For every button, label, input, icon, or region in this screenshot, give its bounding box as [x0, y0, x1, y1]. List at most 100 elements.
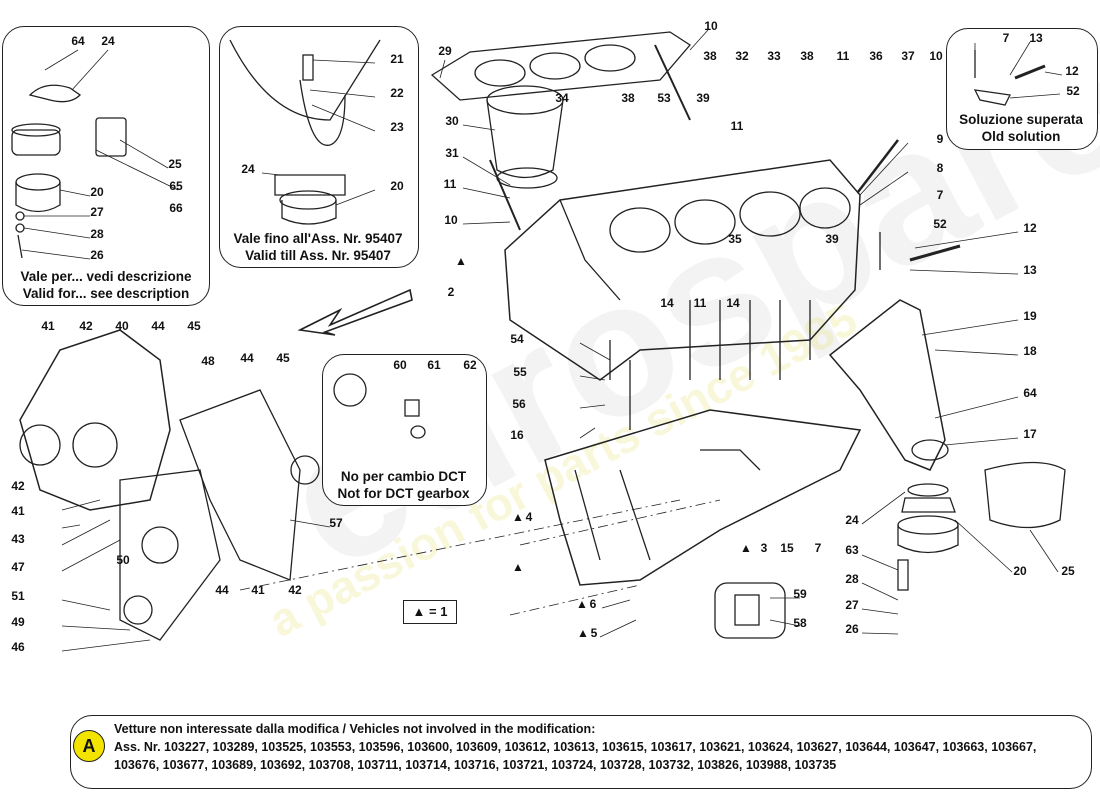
- part-number-label: 42: [79, 319, 93, 333]
- part-number-label: 61: [427, 358, 441, 372]
- inset-mounts-top-caption: Vale fino all'Ass. Nr. 95407 Valid till …: [219, 230, 417, 264]
- part-number-label: 20: [390, 179, 404, 193]
- triangle-marker: ▲: [512, 510, 524, 524]
- part-number-label: 29: [438, 44, 452, 58]
- part-number-label: 13: [1029, 31, 1043, 45]
- sensor-inset: [714, 582, 786, 639]
- part-number-label: 4: [526, 510, 533, 524]
- part-number-label: 44: [215, 583, 229, 597]
- part-number-label: 44: [240, 351, 254, 365]
- part-number-label: 12: [1023, 221, 1037, 235]
- part-number-label: 44: [151, 319, 165, 333]
- part-number-label: 18: [1023, 344, 1037, 358]
- inset-mounts-left: [2, 26, 210, 306]
- inset-old-solution-caption: Soluzione superata Old solution: [946, 111, 1096, 145]
- heat-shield: [984, 461, 1066, 529]
- footnote-box: [70, 715, 1092, 789]
- part-number-label: 39: [696, 91, 710, 105]
- part-number-label: 58: [793, 616, 807, 630]
- part-number-label: 13: [1023, 263, 1037, 277]
- inset-dct-caption: No per cambio DCT Not for DCT gearbox: [322, 468, 485, 502]
- part-number-label: 19: [1023, 309, 1037, 323]
- footnote-vehicle-list: Ass. Nr. 103227, 103289, 103525, 103553,…: [114, 740, 1037, 772]
- part-number-label: 42: [11, 479, 25, 493]
- part-number-label: 62: [463, 358, 477, 372]
- part-number-label: 38: [800, 49, 814, 63]
- inset-mounts-top: [219, 26, 419, 268]
- part-number-label: 59: [793, 587, 807, 601]
- part-number-label: 9: [937, 132, 944, 146]
- inset-old-solution-line1: Soluzione superata: [959, 112, 1083, 127]
- triangle-marker: ▲: [512, 560, 524, 574]
- part-number-label: 8: [937, 161, 944, 175]
- lower-crankcase: [544, 409, 862, 586]
- part-number-label: 39: [825, 232, 839, 246]
- part-number-label: 38: [621, 91, 635, 105]
- dct-bushing: [404, 399, 420, 417]
- part-number-label: 52: [933, 217, 947, 231]
- part-number-label: 66: [169, 201, 183, 215]
- inset-dct-line2: Not for DCT gearbox: [337, 486, 470, 501]
- part-number-label: 27: [90, 205, 104, 219]
- inset-mounts-top-line2: Valid till Ass. Nr. 95407: [245, 248, 391, 263]
- part-number-label: 7: [815, 541, 822, 555]
- part-number-label: 54: [510, 332, 524, 346]
- part-number-label: 26: [90, 248, 104, 262]
- mount-bracket: [274, 174, 346, 196]
- part-number-label: 40: [115, 319, 129, 333]
- legend-key: ▲ = 1: [403, 600, 457, 624]
- part-number-label: 25: [1061, 564, 1075, 578]
- part-number-label: 32: [735, 49, 749, 63]
- part-number-label: 20: [1013, 564, 1027, 578]
- part-number-label: 2: [448, 285, 455, 299]
- part-number-label: 27: [845, 598, 859, 612]
- triangle-marker: ▲: [576, 597, 588, 611]
- part-number-label: 20: [90, 185, 104, 199]
- part-number-label: 11: [837, 49, 850, 63]
- part-number-label: 24: [241, 162, 255, 176]
- footnote-badge: A: [73, 730, 105, 762]
- part-number-label: 45: [187, 319, 201, 333]
- part-number-label: 25: [168, 157, 182, 171]
- part-number-label: 12: [1065, 64, 1079, 78]
- part-number-label: 14: [660, 296, 674, 310]
- part-number-label: 45: [276, 351, 290, 365]
- part-number-label: 7: [937, 188, 944, 202]
- head-gasket: [430, 31, 691, 101]
- timing-gasket: [179, 389, 301, 581]
- part-number-label: 6: [590, 597, 597, 611]
- inset-old-solution: [946, 28, 1098, 150]
- part-number-label: 7: [1003, 31, 1010, 45]
- inset-dct-line1: No per cambio DCT: [340, 469, 467, 484]
- part-number-label: 60: [393, 358, 407, 372]
- part-number-label: 15: [780, 541, 794, 555]
- part-number-label: 5: [591, 626, 598, 640]
- part-number-label: 56: [512, 397, 526, 411]
- mount-cup: [11, 129, 61, 156]
- part-number-label: 49: [11, 615, 25, 629]
- mount-arm-right: [828, 299, 946, 471]
- inset-mounts-left-line2: Valid for... see description: [22, 286, 190, 301]
- part-number-label: 47: [11, 560, 25, 574]
- triangle-marker: ▲: [740, 541, 752, 555]
- part-number-label: 41: [11, 504, 25, 518]
- part-number-label: 10: [929, 49, 943, 63]
- part-number-label: 42: [288, 583, 302, 597]
- inset-mounts-left-line1: Vale per... vedi descrizione: [20, 269, 192, 284]
- part-number-label: 11: [444, 177, 457, 191]
- part-number-label: 64: [1023, 386, 1037, 400]
- oil-pump-cover: [119, 469, 221, 641]
- part-number-label: 11: [694, 296, 707, 310]
- part-number-label: 50: [116, 553, 130, 567]
- part-number-label: 52: [1066, 84, 1080, 98]
- engine-mount-right: [907, 483, 949, 497]
- direction-arrow: [297, 288, 413, 336]
- inset-mounts-top-line1: Vale fino all'Ass. Nr. 95407: [233, 231, 403, 246]
- part-number-label: 28: [845, 572, 859, 586]
- part-number-label: 43: [11, 532, 25, 546]
- part-number-label: 26: [845, 622, 859, 636]
- part-number-label: 65: [169, 179, 183, 193]
